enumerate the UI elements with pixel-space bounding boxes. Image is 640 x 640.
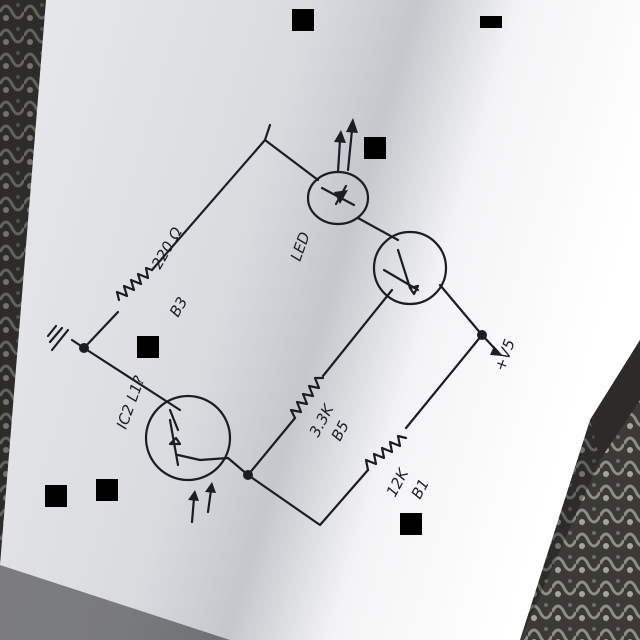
wire-right-up — [404, 333, 484, 430]
wire-node-transistor — [82, 346, 182, 412]
redaction-box — [400, 513, 422, 535]
wire-left-top — [150, 138, 267, 272]
wire-mid-up — [246, 416, 297, 477]
light-arrows-icon — [334, 118, 358, 174]
redaction-box — [96, 479, 118, 501]
wire-left-node — [82, 310, 120, 350]
redaction-box — [45, 485, 67, 507]
redaction-box — [480, 16, 502, 28]
transistor-icon — [372, 230, 484, 337]
ground-icon — [46, 324, 86, 352]
carpet-lower-right — [520, 400, 640, 640]
transistor-icon — [144, 394, 232, 482]
paper-edge-right — [590, 340, 640, 460]
redaction-box — [364, 137, 386, 159]
redaction-box — [137, 336, 159, 358]
resistor-icon — [289, 376, 325, 420]
paper-shadow-bottom — [0, 565, 230, 640]
resistor-icon — [115, 266, 154, 302]
wire-mid-to-top-transistor — [321, 288, 394, 378]
light-arrows-icon — [188, 482, 216, 524]
circuit-schematic: 220 Ω B3 IC2 L1? — [46, 118, 519, 527]
wire-bottom-rail — [246, 468, 370, 527]
led-icon — [306, 170, 370, 226]
redaction-box — [292, 9, 314, 31]
resistor-icon — [364, 434, 408, 472]
